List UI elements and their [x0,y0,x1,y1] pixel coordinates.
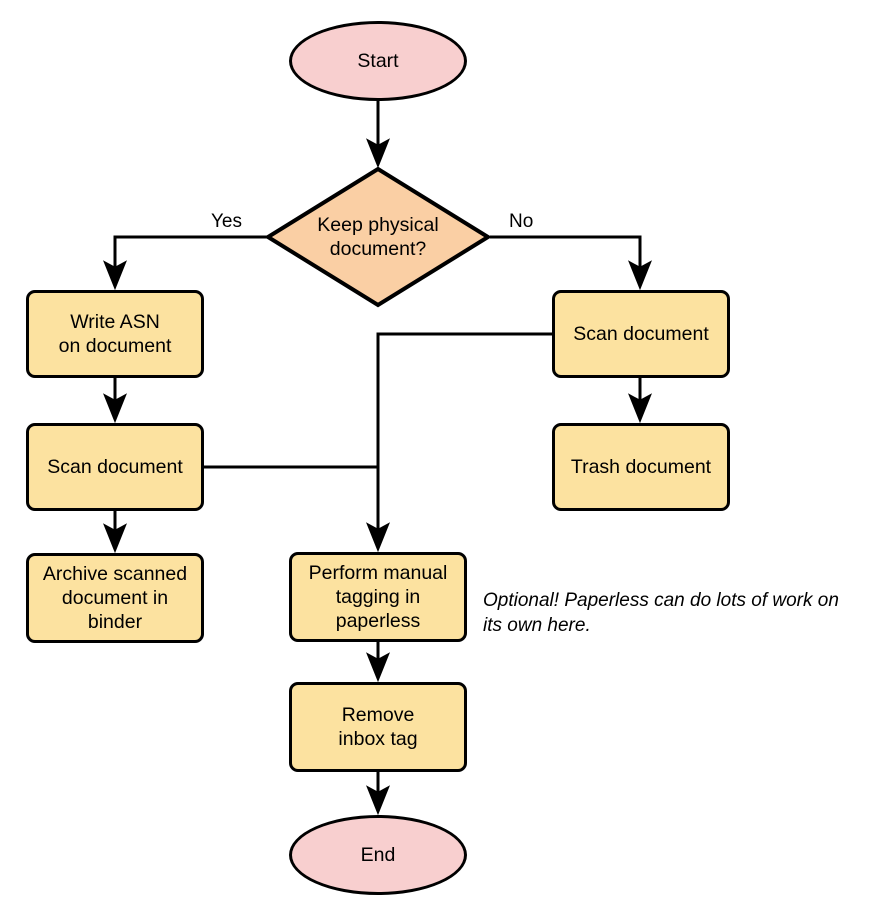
node-tagging-label-line2: tagging in [335,586,421,608]
node-archive-label-line2: document in [61,587,169,609]
edge-decision-no-to-scan-right [490,235,652,291]
annotation-optional-paperless: Optional! Paperless can do lots of work … [483,588,883,638]
edge-scan-right-to-tagging [366,332,552,553]
node-scan-document-left-label: Scan document [47,456,183,478]
edge-decision-yes-to-write-asn [103,235,267,291]
node-start-label: Start [357,50,399,72]
node-decision-label-wrap: Keep physical document? [265,166,491,308]
node-decision-label-line1: Keep physical [317,214,439,236]
annotation-line2: its own here. [483,615,591,636]
node-write-asn-label-line2: on document [58,335,172,357]
decision-diamond-shape [265,166,491,308]
node-decision-label-line2: document? [329,238,427,260]
node-scan-document-right[interactable]: Scan document [552,290,730,378]
node-archive-scanned-document[interactable]: Archive scanned document in binder [26,553,204,643]
edge-label-yes: Yes [211,211,242,232]
node-archive-label-line3: binder [87,611,143,633]
node-start[interactable]: Start [289,21,467,101]
node-end-label: End [360,844,396,866]
node-remove-inbox-tag[interactable]: Remove inbox tag [289,682,467,772]
annotation-line1: Optional! Paperless can do lots of work … [483,590,839,611]
node-tagging-label-line3: paperless [335,610,421,632]
node-write-asn[interactable]: Write ASN on document [26,290,204,378]
node-end[interactable]: End [289,815,467,895]
node-trash-document[interactable]: Trash document [552,423,730,511]
edge-label-no: No [509,211,534,232]
node-keep-physical-document[interactable]: Keep physical document? [265,166,491,308]
node-remove-inbox-label-line2: inbox tag [338,728,418,750]
node-trash-document-label: Trash document [570,456,712,478]
node-tagging-label-line1: Perform manual [308,562,448,584]
node-scan-document-right-label: Scan document [573,323,709,345]
node-perform-manual-tagging[interactable]: Perform manual tagging in paperless [289,552,467,642]
node-write-asn-label-line1: Write ASN [70,311,160,333]
node-remove-inbox-label-line1: Remove [341,704,415,726]
node-archive-label-line1: Archive scanned [42,563,188,585]
node-scan-document-left[interactable]: Scan document [26,423,204,511]
